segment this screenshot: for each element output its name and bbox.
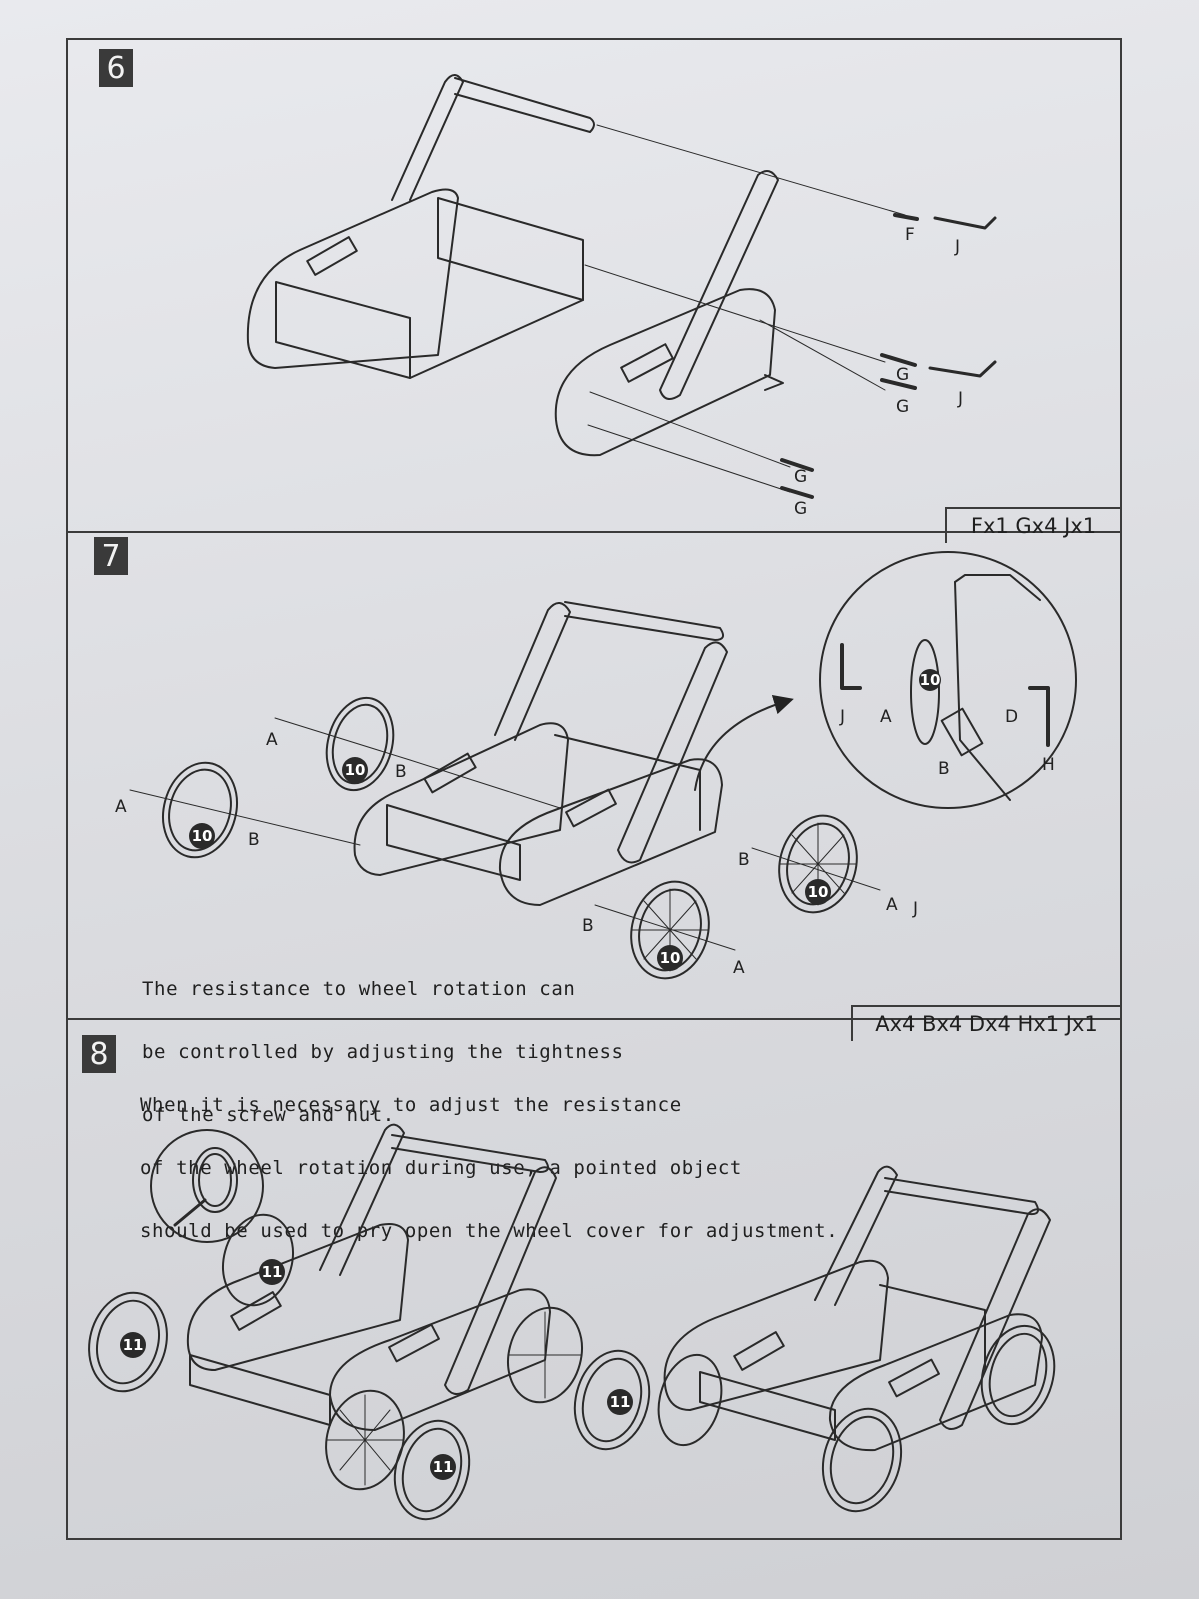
step-8-note: When it is necessary to adjust the resis…	[140, 1053, 838, 1284]
svg-text:J: J	[954, 237, 960, 257]
part-10-badge	[805, 879, 831, 905]
step-divider	[66, 531, 1122, 533]
svg-text:A: A	[266, 730, 278, 750]
part-10-badge	[342, 757, 368, 783]
svg-text:G: G	[896, 397, 909, 417]
svg-text:A: A	[115, 797, 127, 817]
svg-text:A: A	[880, 707, 892, 727]
svg-text:10: 10	[660, 949, 681, 967]
svg-text:G: G	[896, 365, 909, 385]
note-line: The resistance to wheel rotation can	[142, 978, 576, 1000]
part-letter-labels: F J G G J G G A A B B B B A J A J A D B …	[115, 225, 1055, 978]
svg-text:11: 11	[123, 1336, 144, 1354]
step-8-drawing	[88, 1123, 1056, 1521]
svg-text:D: D	[1005, 707, 1018, 727]
svg-text:10: 10	[192, 827, 213, 845]
svg-text:J: J	[957, 389, 963, 409]
part-10-badge	[657, 945, 683, 971]
svg-text:11: 11	[262, 1263, 283, 1281]
step-divider	[66, 1018, 1122, 1020]
step-6-badge: 6	[99, 49, 133, 87]
part-11-badge	[607, 1389, 633, 1415]
note-line: of the wheel rotation during use, a poin…	[140, 1157, 742, 1179]
step-8-badge: 8	[82, 1035, 116, 1073]
svg-text:F: F	[905, 225, 915, 245]
svg-text:A: A	[733, 958, 745, 978]
step-6-parts-list: Fx1 Gx4 Jx1	[945, 507, 1120, 543]
svg-text:G: G	[794, 499, 807, 519]
svg-text:11: 11	[433, 1458, 454, 1476]
note-line: When it is necessary to adjust the resis…	[140, 1094, 682, 1116]
svg-text:H: H	[1042, 755, 1055, 775]
svg-text:G: G	[794, 467, 807, 487]
part-11-badge	[120, 1332, 146, 1358]
step-7-note: The resistance to wheel rotation can be …	[142, 937, 624, 1168]
svg-text:10: 10	[808, 883, 829, 901]
steps-frame	[66, 38, 1122, 1540]
note-line: be controlled by adjusting the tightness	[142, 1041, 624, 1063]
svg-text:B: B	[738, 850, 750, 870]
svg-text:A: A	[886, 895, 898, 915]
part-11-badge	[259, 1259, 285, 1285]
svg-text:B: B	[582, 916, 594, 936]
step-6-drawing	[246, 74, 997, 499]
part-number-badges: 10 10 10 10 10 11 11 11 11	[120, 669, 941, 1480]
step-7-drawing	[129, 551, 1077, 980]
step-7-parts-list: Ax4 Bx4 Dx4 Hx1 Jx1	[851, 1005, 1120, 1041]
svg-text:B: B	[248, 830, 260, 850]
part-11-badge	[430, 1454, 456, 1480]
svg-text:J: J	[839, 707, 845, 727]
svg-text:11: 11	[610, 1393, 631, 1411]
svg-text:J: J	[912, 899, 918, 919]
svg-text:B: B	[938, 759, 950, 779]
note-line: of the screw and nut.	[142, 1104, 395, 1126]
step-7-badge: 7	[94, 537, 128, 575]
svg-text:10: 10	[345, 761, 366, 779]
svg-text:B: B	[395, 762, 407, 782]
part-10-badge	[189, 823, 215, 849]
note-line: should be used to pry open the wheel cov…	[140, 1220, 839, 1242]
part-10-badge	[919, 669, 941, 691]
svg-text:10: 10	[920, 671, 941, 689]
